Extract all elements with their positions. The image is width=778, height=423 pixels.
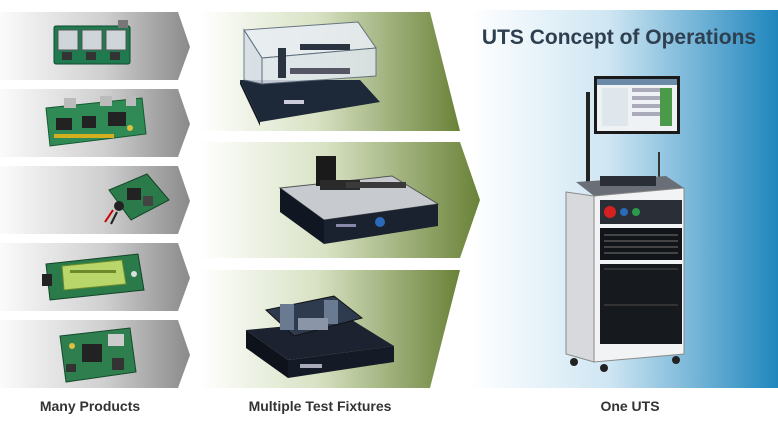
product-board-2-icon	[45, 96, 147, 147]
test-fixture-3-icon	[246, 295, 394, 378]
product-board-4-icon	[42, 253, 145, 301]
test-fixture-1-icon	[240, 21, 380, 126]
caption-many-products: Many Products	[39, 398, 141, 414]
test-fixture-2-icon	[278, 156, 440, 244]
uts-cabinet-icon	[565, 76, 685, 372]
product-board-5-icon	[59, 327, 137, 383]
caption-multiple-test-fixtures: Multiple Test Fixtures	[248, 398, 392, 414]
product-board-1-icon	[53, 20, 131, 65]
product-board-3-icon	[104, 173, 170, 225]
caption-one-uts: One UTS	[600, 398, 660, 414]
diagram-title: UTS Concept of Operations	[481, 26, 757, 49]
